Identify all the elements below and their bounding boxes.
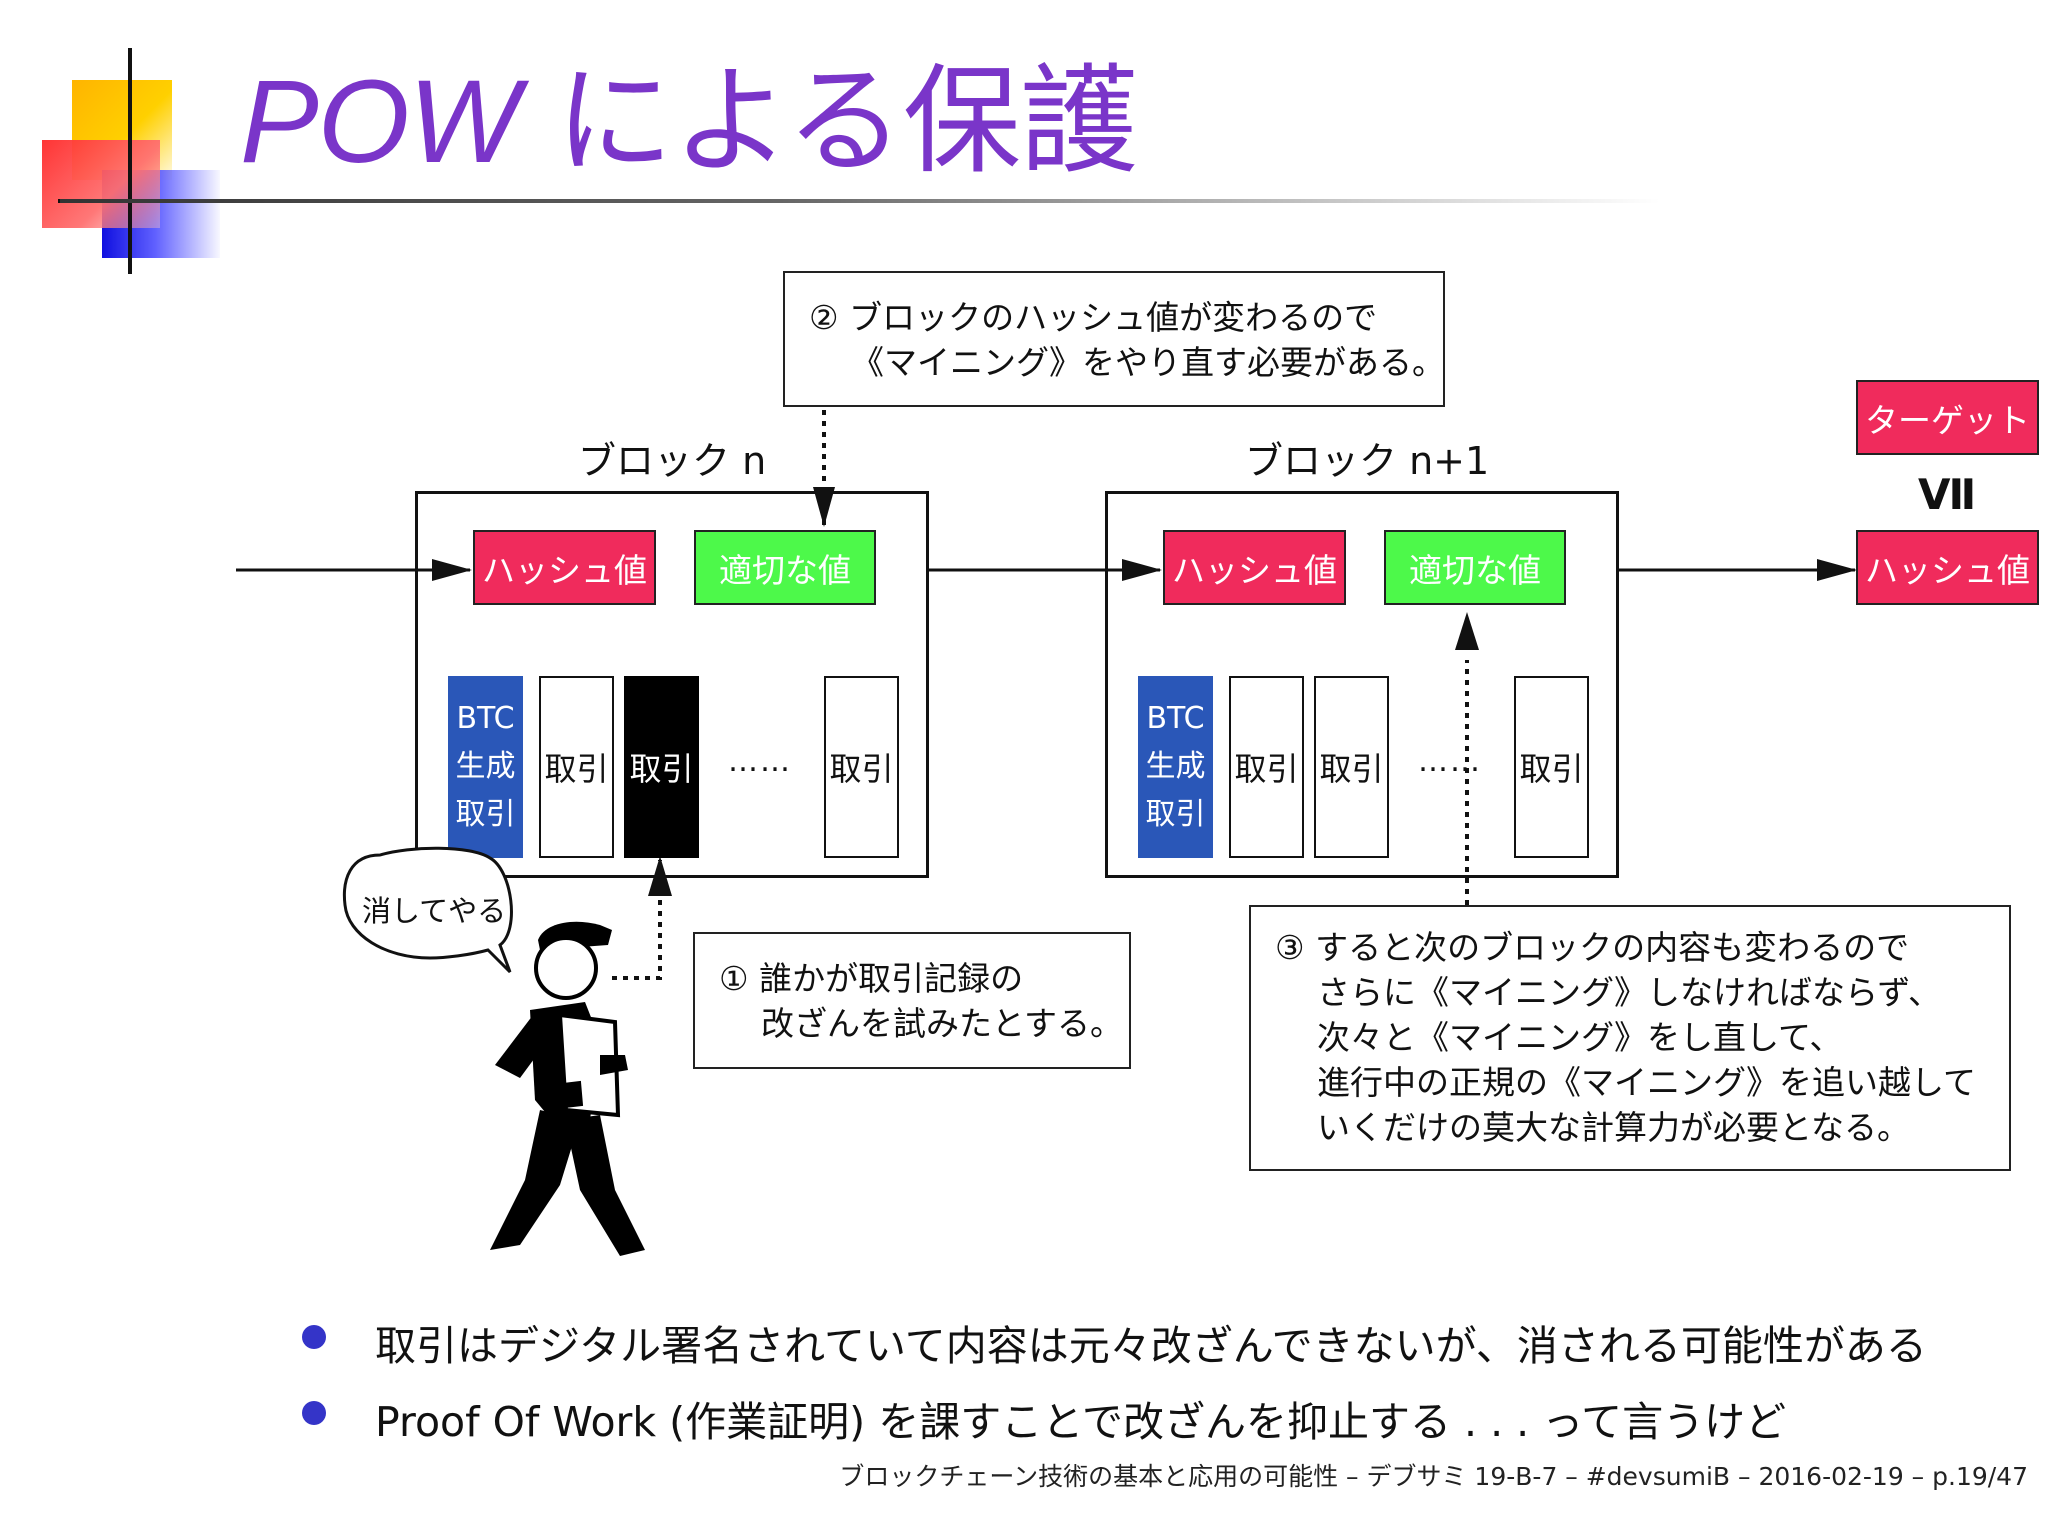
next-hash-box: ハッシュ値 xyxy=(1856,530,2039,605)
target-box: ターゲット xyxy=(1856,380,2039,455)
note-2-line: 《マイニング》をやり直す必要がある。 xyxy=(851,343,1445,382)
logo-red-square xyxy=(42,140,160,228)
bullet-2: Proof Of Work (作業証明) を課すことで改ざんを抑止する . . … xyxy=(375,1398,1787,1446)
note-3-line: さらに《マイニング》しなければならず、 xyxy=(1317,973,1942,1012)
title-rest: による保護 xyxy=(518,52,1137,190)
title-latin: POW xyxy=(240,56,520,188)
dotted-arrow-person xyxy=(612,860,662,980)
logo-cross-vertical xyxy=(128,48,132,274)
note-1: ① 誰かが取引記録の 改ざんを試みたとする。 xyxy=(693,932,1131,1069)
comparison-symbol: Ⅶ xyxy=(1918,470,1977,519)
note-3-line: 次々と《マイニング》をし直して、 xyxy=(1317,1018,1843,1057)
block-n-coinbase-tx: BTC 生成 取引 xyxy=(448,676,523,858)
bullet-dot xyxy=(302,1325,326,1349)
block-n-tx-tampered: 取引 xyxy=(624,676,699,858)
note-3-line: いくだけの莫大な計算力が必要となる。 xyxy=(1317,1108,1911,1147)
note-1-line: 改ざんを試みたとする。 xyxy=(761,1004,1124,1043)
block-n1-coinbase-tx: BTC 生成 取引 xyxy=(1138,676,1213,858)
bullet-dot xyxy=(302,1401,326,1425)
speech-bubble-text: 消してやる xyxy=(362,894,507,928)
block-n1-ellipsis: …… xyxy=(1418,744,1482,779)
block-n-tx-1: 取引 xyxy=(539,676,614,858)
bullet-1: 取引はデジタル署名されていて内容は元々改ざんできないが、消される可能性がある xyxy=(375,1322,1927,1370)
block-n-tx-last: 取引 xyxy=(824,676,899,858)
block-n1-hash: ハッシュ値 xyxy=(1163,530,1346,605)
note-2: ② ブロックのハッシュ値が変わるので 《マイニング》をやり直す必要がある。 xyxy=(783,271,1445,407)
note-2-line: ② ブロックのハッシュ値が変わるので xyxy=(809,298,1378,337)
title-rule xyxy=(60,199,1660,203)
coinbase-line: 取引 xyxy=(455,797,516,832)
block-n xyxy=(415,491,929,878)
block-n1-label: ブロック n+1 xyxy=(1245,439,1490,483)
coinbase-line: BTC xyxy=(1146,701,1205,736)
dotted-arrow-note3-head xyxy=(1455,612,1479,650)
block-n1 xyxy=(1105,491,1619,878)
page-title: POW による保護 xyxy=(240,62,1138,181)
block-n1-tx-last: 取引 xyxy=(1514,676,1589,858)
coinbase-line: 取引 xyxy=(1145,797,1206,832)
note-1-line: ① 誰かが取引記録の xyxy=(719,959,1024,998)
block-n1-tx-2: 取引 xyxy=(1314,676,1389,858)
block-n1-tx-1: 取引 xyxy=(1229,676,1304,858)
note-3-line: 進行中の正規の《マイニング》を追い越して xyxy=(1317,1063,1977,1102)
block-n-hash: ハッシュ値 xyxy=(473,530,656,605)
note-3-line: ③ すると次のブロックの内容も変わるので xyxy=(1275,928,1910,967)
coinbase-line: 生成 xyxy=(455,749,516,784)
block-n1-nonce: 適切な値 xyxy=(1384,530,1566,605)
coinbase-line: BTC xyxy=(456,701,515,736)
block-n-label: ブロック n xyxy=(578,439,767,483)
slide-footer: ブロックチェーン技術の基本と応用の可能性 – デブサミ 19-B-7 – #de… xyxy=(839,1462,2028,1491)
note-3: ③ すると次のブロックの内容も変わるので さらに《マイニング》しなければならず、… xyxy=(1249,905,2011,1171)
coinbase-line: 生成 xyxy=(1145,749,1206,784)
block-n-nonce: 適切な値 xyxy=(694,530,876,605)
block-n-ellipsis: …… xyxy=(728,744,792,779)
